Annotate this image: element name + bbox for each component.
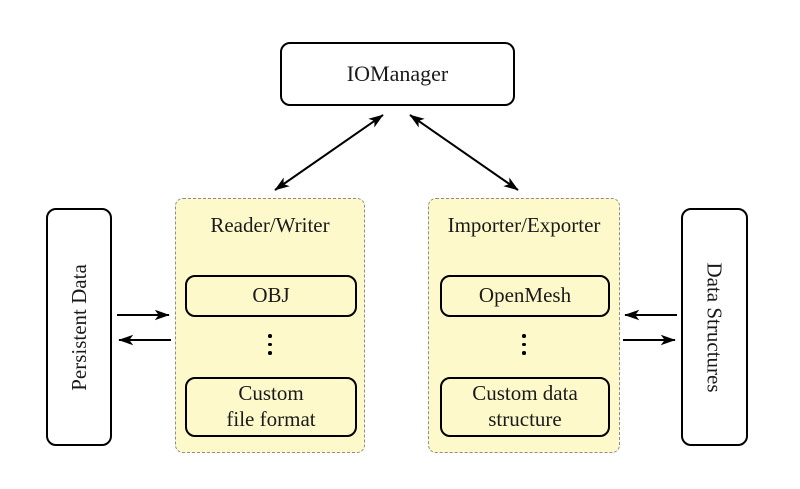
vertical-ellipsis-icon	[268, 334, 272, 355]
data-structures-label: Data Structures	[703, 261, 728, 393]
custom-data-structure-line1: Custom data	[472, 381, 578, 406]
iomanager-label: IOManager	[346, 61, 449, 86]
importer-exporter-title: Importer/Exporter	[447, 213, 601, 237]
reader-writer-title: Reader/Writer	[210, 213, 330, 237]
custom-file-format-node: Custom file format	[185, 377, 357, 437]
arrow-iomanager-readerwriter	[274, 114, 384, 191]
arrow-iomanager-importerexporter	[409, 114, 519, 191]
custom-data-structure-line2: structure	[488, 407, 562, 431]
custom-file-format-line2: file format	[226, 407, 316, 431]
vertical-ellipsis-icon	[522, 334, 526, 355]
openmesh-label: OpenMesh	[478, 283, 572, 308]
persistent-data-node: Persistent Data	[46, 208, 112, 446]
openmesh-node: OpenMesh	[440, 275, 610, 317]
persistent-data-label: Persistent Data	[66, 263, 91, 391]
obj-label: OBJ	[252, 283, 290, 308]
data-structures-node: Data Structures	[681, 208, 748, 446]
obj-node: OBJ	[185, 275, 357, 317]
custom-data-structure-node: Custom data structure	[440, 377, 610, 437]
iomanager-node: IOManager	[280, 42, 515, 106]
custom-file-format-line1: Custom	[238, 381, 304, 406]
